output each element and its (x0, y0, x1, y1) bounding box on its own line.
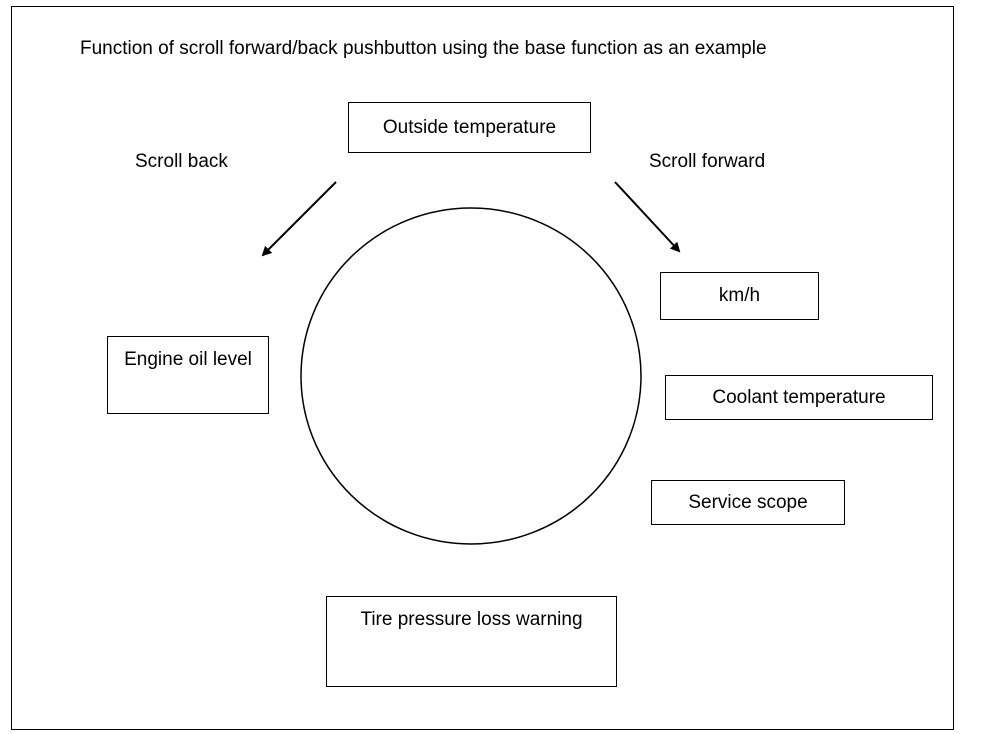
scroll-forward-label: Scroll forward (649, 151, 766, 172)
scroll-back-label: Scroll back (135, 151, 228, 172)
scroll-back-arrow (261, 181, 337, 257)
diagram-title: Function of scroll forward/back pushbutt… (80, 38, 767, 59)
service-scope-box: Service scope (651, 480, 845, 525)
outside-temperature-label: Outside temperature (382, 116, 557, 138)
tire-pressure-loss-warning-box: Tire pressure loss warning (326, 596, 617, 687)
cycle-circle (300, 207, 642, 545)
scroll-forward-arrow (614, 181, 681, 253)
outside-temperature-box: Outside temperature (348, 102, 591, 153)
diagram-frame (11, 6, 954, 730)
kmh-box: km/h (660, 272, 819, 320)
coolant-temperature-box: Coolant temperature (665, 375, 933, 420)
service-scope-label: Service scope (688, 491, 808, 513)
engine-oil-level-label: Engine oil level (124, 349, 252, 370)
coolant-temperature-label: Coolant temperature (712, 386, 886, 408)
kmh-label: km/h (718, 285, 761, 306)
tire-pressure-loss-warning-label: Tire pressure loss warning (360, 609, 583, 630)
engine-oil-level-box: Engine oil level (107, 336, 269, 414)
